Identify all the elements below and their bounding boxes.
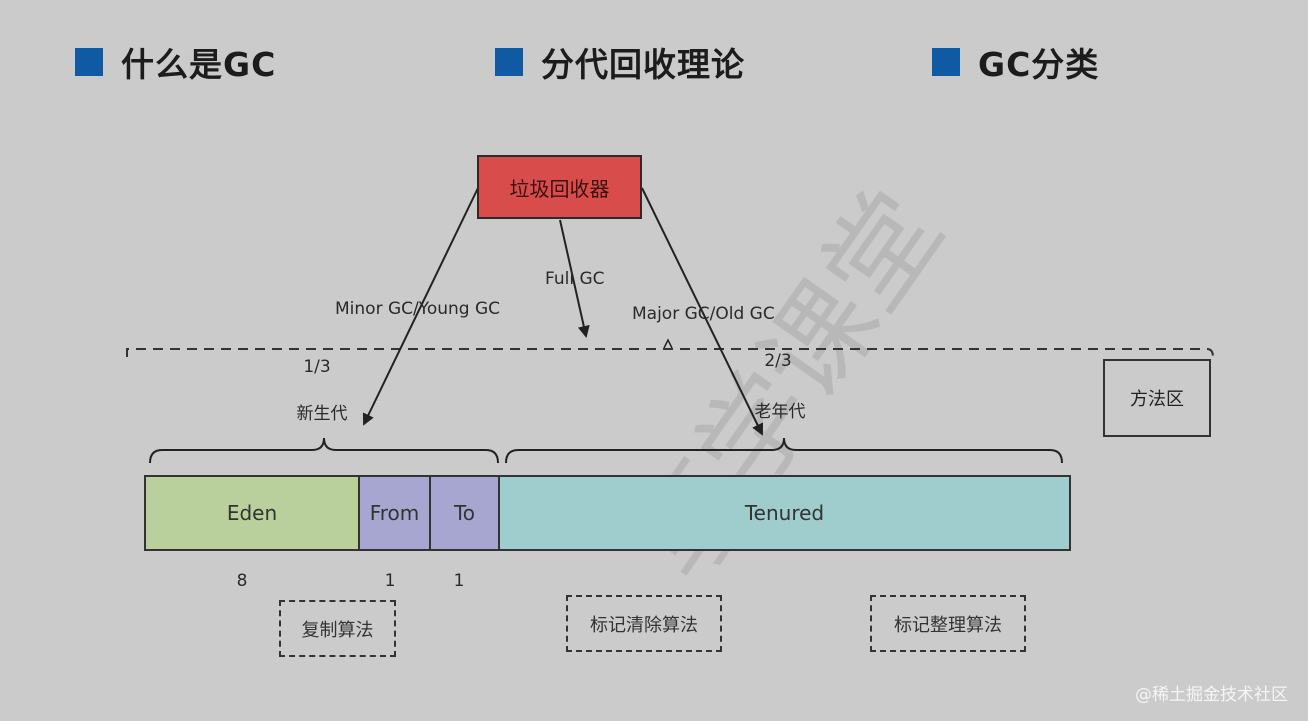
heading-gc-classification: GC分类 [932, 40, 1099, 84]
old-generation-label: 老年代 [754, 402, 806, 422]
heading-text: 什么是GC [121, 45, 277, 84]
major-gc-arrow [641, 187, 764, 436]
mark-sweep-algorithm-box: 标记清除算法 [566, 595, 722, 652]
from-label: From [369, 501, 420, 525]
full-gc-label: Full GC [545, 269, 605, 289]
footer-credit: @稀土掘金技术社区 [1135, 685, 1288, 705]
full-gc-arrow [559, 219, 590, 338]
garbage-collector-box: 垃圾回收器 [477, 155, 642, 219]
to-size-label: 1 [453, 571, 465, 591]
copy-algorithm-box: 复制算法 [279, 600, 396, 657]
young-ratio-label: 1/3 [303, 357, 331, 377]
mark-compact-algorithm-box: 标记整理算法 [870, 595, 1026, 652]
heading-text: GC分类 [978, 45, 1100, 84]
bullet-square-icon [932, 48, 960, 76]
tenured-segment: Tenured [498, 475, 1071, 551]
tenured-label: Tenured [744, 501, 825, 525]
method-area-box: 方法区 [1103, 359, 1211, 437]
to-label: To [453, 501, 476, 525]
heading-generational-theory: 分代回收理论 [495, 40, 745, 84]
heading-text: 分代回收理论 [541, 45, 745, 84]
to-segment: To [429, 475, 500, 551]
young-brace [149, 437, 499, 464]
from-size-label: 1 [384, 571, 396, 591]
eden-label: Eden [226, 501, 278, 525]
minor-gc-label: Minor GC/Young GC [335, 299, 501, 319]
caret-mark [663, 338, 673, 349]
heap-boundary-dashed-line [126, 348, 1214, 358]
from-segment: From [358, 475, 431, 551]
young-generation-label: 新生代 [296, 404, 348, 424]
bullet-square-icon [495, 48, 523, 76]
eden-size-label: 8 [236, 571, 248, 591]
eden-segment: Eden [144, 475, 360, 551]
bullet-square-icon [75, 48, 103, 76]
heading-what-is-gc: 什么是GC [75, 40, 276, 84]
old-ratio-label: 2/3 [764, 351, 792, 371]
minor-gc-arrow [362, 187, 479, 426]
old-brace [505, 437, 1063, 464]
major-gc-label: Major GC/Old GC [632, 304, 775, 324]
